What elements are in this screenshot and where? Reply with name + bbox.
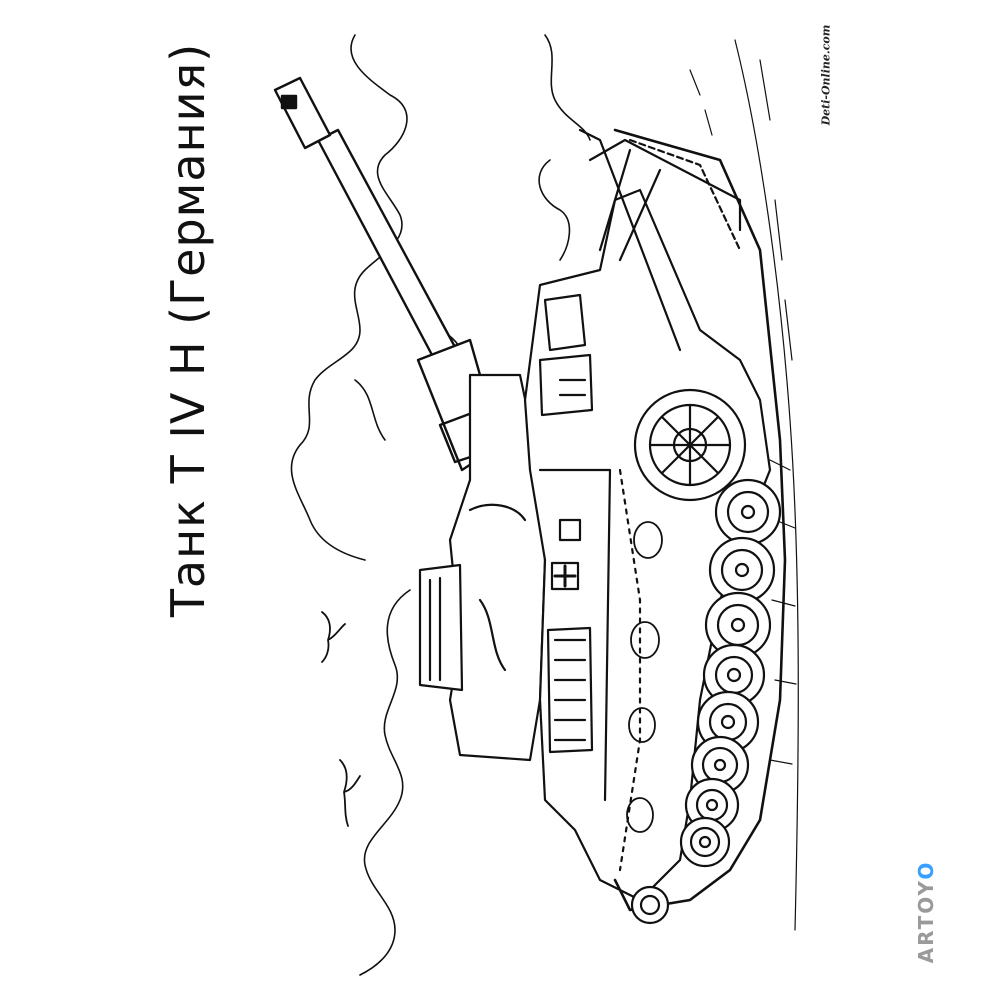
road-wheels [630,478,782,925]
sprocket-wheel [633,388,747,502]
return-rollers [626,521,663,833]
birds [321,611,361,827]
turret [418,373,547,762]
hull [523,128,772,902]
tracks [613,128,787,912]
